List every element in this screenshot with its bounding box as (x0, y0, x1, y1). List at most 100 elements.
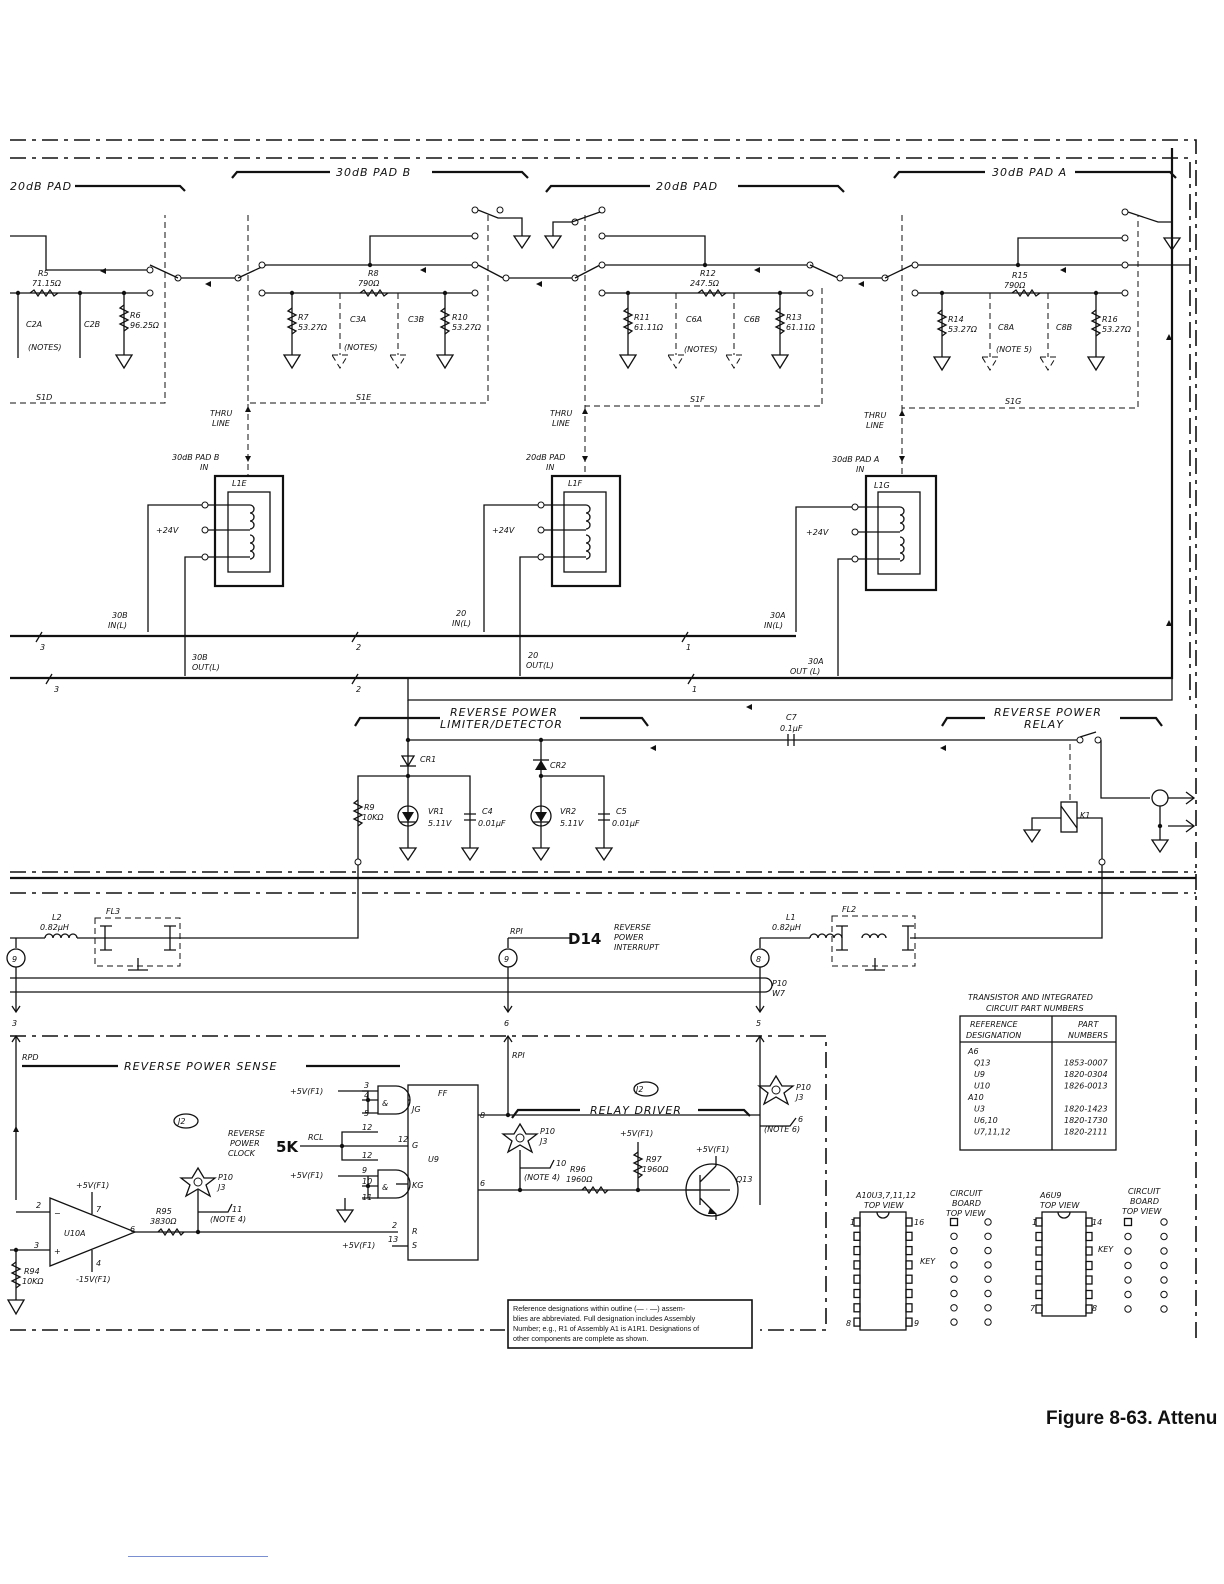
ic-pin (853, 1260, 861, 1270)
ic-pin (1085, 1289, 1093, 1300)
r10-label: R10 (452, 313, 468, 322)
r16-label: R16 (1102, 315, 1118, 324)
cb-a-2: BOARD (952, 1199, 981, 1208)
table-ref-2: U9 (974, 1070, 985, 1079)
outer-outlines (10, 139, 1197, 1340)
p24-3: +24V (806, 528, 829, 537)
ic-pin (853, 1303, 861, 1313)
table-h2a: PART (1078, 1020, 1099, 1029)
vr2-value: 5.11V (560, 819, 584, 828)
c8b-label: C8B (1056, 323, 1072, 332)
s1d-label: S1D (36, 393, 52, 402)
w7-label: W7 (772, 989, 786, 998)
bus-n2-a: 2 (356, 643, 361, 652)
table-part-3: 1826-0013 (1064, 1082, 1108, 1091)
pin7: 7 (96, 1205, 102, 1214)
pad-a-in: IN (856, 465, 864, 474)
relay-title-2: RELAY (1024, 718, 1064, 731)
cb-hole (984, 1304, 992, 1312)
cb-hole (1124, 1305, 1132, 1313)
pin9-b: 9 (504, 955, 509, 964)
and-a: & (382, 1099, 388, 1108)
pad-20-in: IN (546, 463, 554, 472)
ff-pin12: 12 (398, 1135, 408, 1144)
ic-pin (1085, 1217, 1093, 1227)
cb-a-3: TOP VIEW (946, 1209, 986, 1218)
cb-hole (1160, 1247, 1168, 1255)
l1-value: 0.82μH (772, 923, 801, 932)
ic-pin (853, 1245, 861, 1256)
cb-hole (950, 1232, 958, 1241)
ff-pin6: 6 (480, 1179, 485, 1188)
c6a-label: C6A (686, 315, 702, 324)
ic-pin (853, 1317, 861, 1327)
l1-label: L1 (786, 913, 796, 922)
pkg16-pins (853, 1217, 913, 1327)
s1g-label: S1G (1005, 397, 1021, 406)
r7-label: R7 (298, 313, 310, 322)
ff-pin13: 13 (388, 1235, 398, 1244)
cb-hole (1124, 1276, 1132, 1284)
r14-label: R14 (948, 315, 964, 324)
pin11-tp: 11 (232, 1205, 242, 1214)
ic-pin (853, 1217, 861, 1227)
g-pin10: 10 (362, 1177, 372, 1186)
table-part-6: 1820-1730 (1064, 1116, 1108, 1125)
table-part-1: 1853-0007 (1064, 1059, 1109, 1068)
line-2: LINE (552, 419, 571, 428)
pad-b-in: IN (200, 463, 208, 472)
cb14-holes (1123, 1217, 1168, 1313)
ic-packages: A10U3,7,11,12 TOP VIEW 1 16 8 9 CIRCUIT … (846, 1187, 1168, 1331)
pad-a: R15 790Ω R14 53.27Ω R16 53.27Ω C8A C8B (… (881, 208, 1190, 409)
cb-hole (950, 1246, 958, 1255)
r94-label: R94 (24, 1267, 40, 1276)
ic-pin (905, 1245, 913, 1256)
cb-hole (984, 1275, 992, 1283)
r11-label: R11 (634, 313, 650, 322)
section-headers: 20dB PAD 30dB PAD B 20dB PAD 30dB PAD A (10, 166, 1177, 193)
bus-30a-out-b: OUT (L) (790, 667, 820, 676)
cr2-label: CR2 (550, 761, 566, 770)
relay-driver-title: RELAY DRIVER (590, 1104, 682, 1117)
p5v-q: +5V(F1) (696, 1145, 729, 1154)
ic-pin (1035, 1289, 1043, 1300)
pad-b-notes: (NOTES) (344, 343, 378, 352)
r96-value: 1960Ω (566, 1175, 593, 1184)
bus-n1-a: 1 (686, 643, 691, 652)
p5v-a: +5V(F1) (76, 1181, 109, 1190)
vr1-label: VR1 (428, 807, 444, 816)
pin6: 6 (504, 1019, 509, 1028)
ic-pin (905, 1217, 913, 1227)
r13-value: 61.11Ω (786, 323, 816, 332)
pad-a-notes: (NOTE 5) (996, 345, 1032, 354)
cb-hole-square (949, 1217, 959, 1227)
vr2-label: VR2 (560, 807, 576, 816)
r97-label: R97 (646, 1155, 663, 1164)
coil-l1g: 30dB PAD A IN L1G +24V (795, 455, 938, 676)
j2-b: J2 (634, 1085, 643, 1094)
pkg14-p1: 1 (1032, 1218, 1037, 1227)
cb-hole (950, 1275, 958, 1283)
ff-pin2: 2 (392, 1221, 397, 1230)
cb-a-1: CIRCUIT (950, 1189, 983, 1198)
g-pin11: 11 (362, 1193, 372, 1202)
g-pin5: 5 (364, 1109, 369, 1118)
filters: L2 0.82μH FL3 9 RPI 9 D14 REVERSE POWER … (6, 865, 1103, 1028)
line-1: LINE (212, 419, 231, 428)
ff-label: FF (438, 1089, 448, 1098)
pkg-a10-title: A10U3,7,11,12 (855, 1191, 916, 1200)
pad-b-title: 30dB PAD B (336, 166, 411, 179)
r96-label: R96 (570, 1165, 586, 1174)
bus-n2-b: 2 (356, 685, 361, 694)
r12-value: 247.5Ω (690, 279, 720, 288)
l1e-label: L1E (232, 479, 248, 488)
g-pin3: 3 (364, 1081, 369, 1090)
u10a-label: U10A (64, 1229, 86, 1238)
table-ref-0: A6 (967, 1047, 979, 1056)
cb-hole (984, 1261, 992, 1269)
rpi-top: RPI (510, 927, 523, 936)
pin4: 4 (96, 1259, 101, 1268)
c5-value: 0.01μF (612, 819, 640, 828)
note-box: Reference designations within outline (—… (507, 1299, 753, 1349)
cb-hole (950, 1261, 958, 1269)
